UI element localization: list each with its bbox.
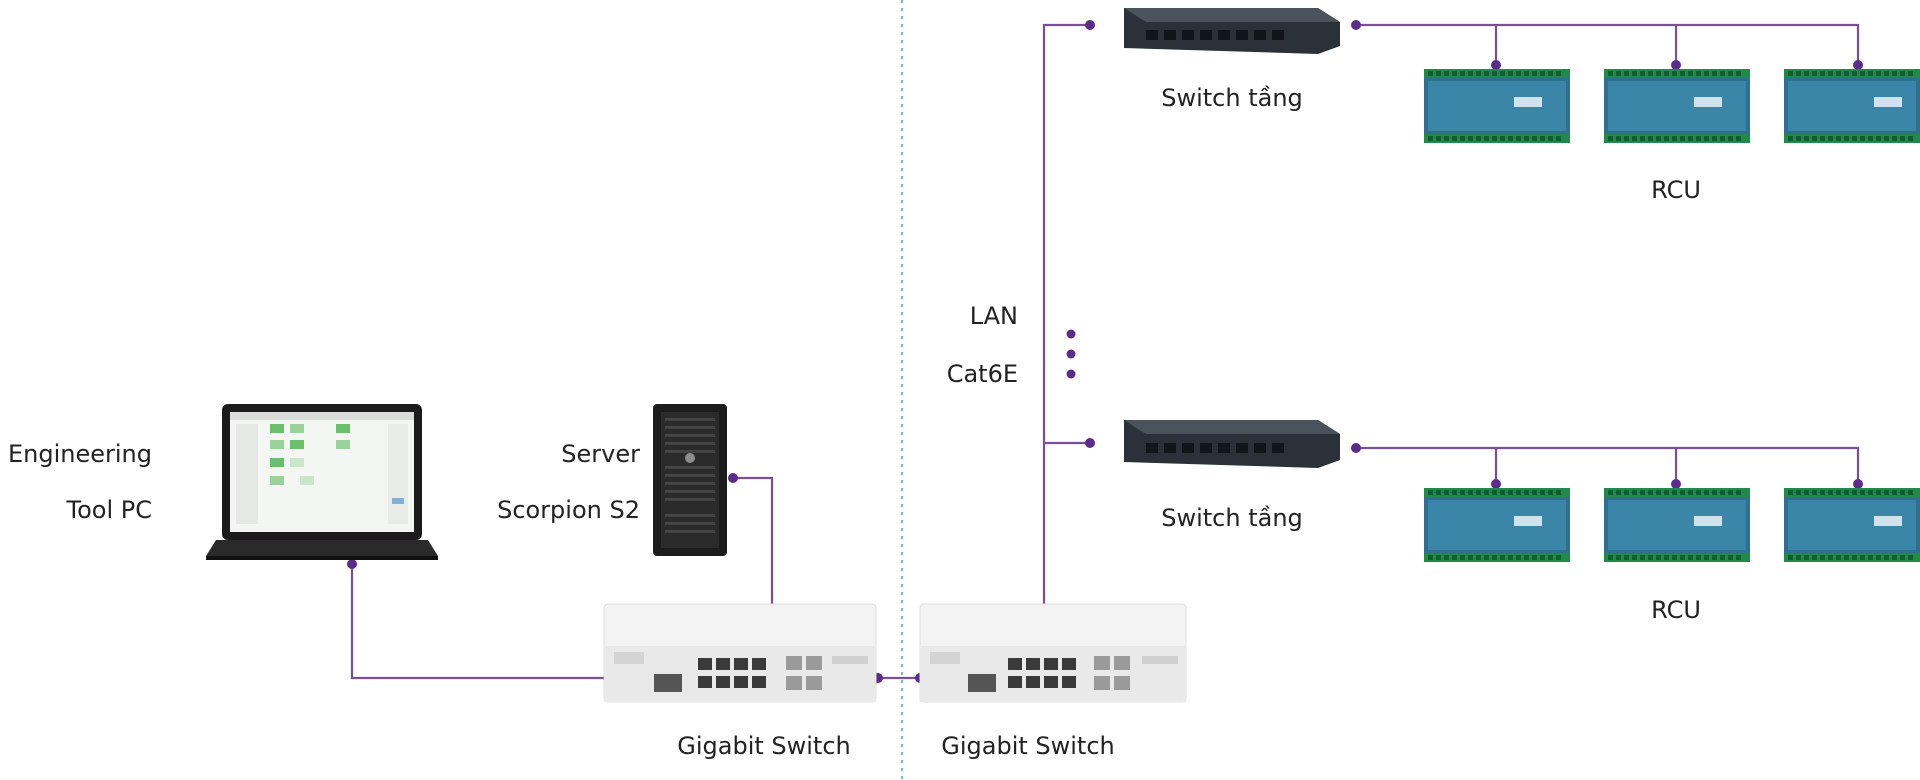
floor-switch-bottom-label: Switch tầng — [1161, 504, 1303, 532]
server-tower-icon — [653, 404, 727, 556]
lan-label-line1: LAN — [970, 302, 1018, 330]
rcu-top-1-icon — [1424, 69, 1570, 143]
rcu-bottom-2-icon — [1604, 488, 1750, 562]
wire-bus-bottom — [1356, 446, 1860, 484]
diagram-labels: Engineering Tool PC Server Scorpion S2 G… — [8, 84, 1701, 760]
rcu-bottom-3-icon — [1784, 488, 1920, 562]
server-label-line1: Server — [561, 440, 640, 468]
floor-switch-top-icon — [1124, 8, 1340, 54]
gigabit-switch-left-icon — [603, 603, 877, 703]
rcu-boards — [1424, 69, 1920, 562]
engineering-pc-label-line2: Tool PC — [66, 496, 152, 524]
rcu-bottom-label: RCU — [1651, 596, 1701, 624]
laptop-icon — [206, 404, 438, 560]
floor-switch-bottom-icon — [1124, 420, 1340, 468]
engineering-pc-label-line1: Engineering — [8, 440, 152, 468]
rcu-top-3-icon — [1784, 69, 1920, 143]
wire-lan-trunk — [1042, 23, 1090, 614]
floor-switch-top-label: Switch tầng — [1161, 84, 1303, 112]
wire-laptop-switch — [350, 564, 608, 680]
gigabit-switch-left-label: Gigabit Switch — [677, 732, 851, 760]
server-label-line2: Scorpion S2 — [497, 496, 640, 524]
lan-label-line2: Cat6E — [947, 360, 1018, 388]
rcu-top-label: RCU — [1651, 176, 1701, 204]
wire-server-switch — [733, 476, 774, 614]
wire-bus-top — [1356, 23, 1860, 65]
gigabit-switch-right-icon — [919, 603, 1187, 703]
rcu-top-2-icon — [1604, 69, 1750, 143]
connection-wires — [350, 23, 1860, 680]
rcu-bottom-1-icon — [1424, 488, 1570, 562]
gigabit-switch-right-label: Gigabit Switch — [941, 732, 1115, 760]
